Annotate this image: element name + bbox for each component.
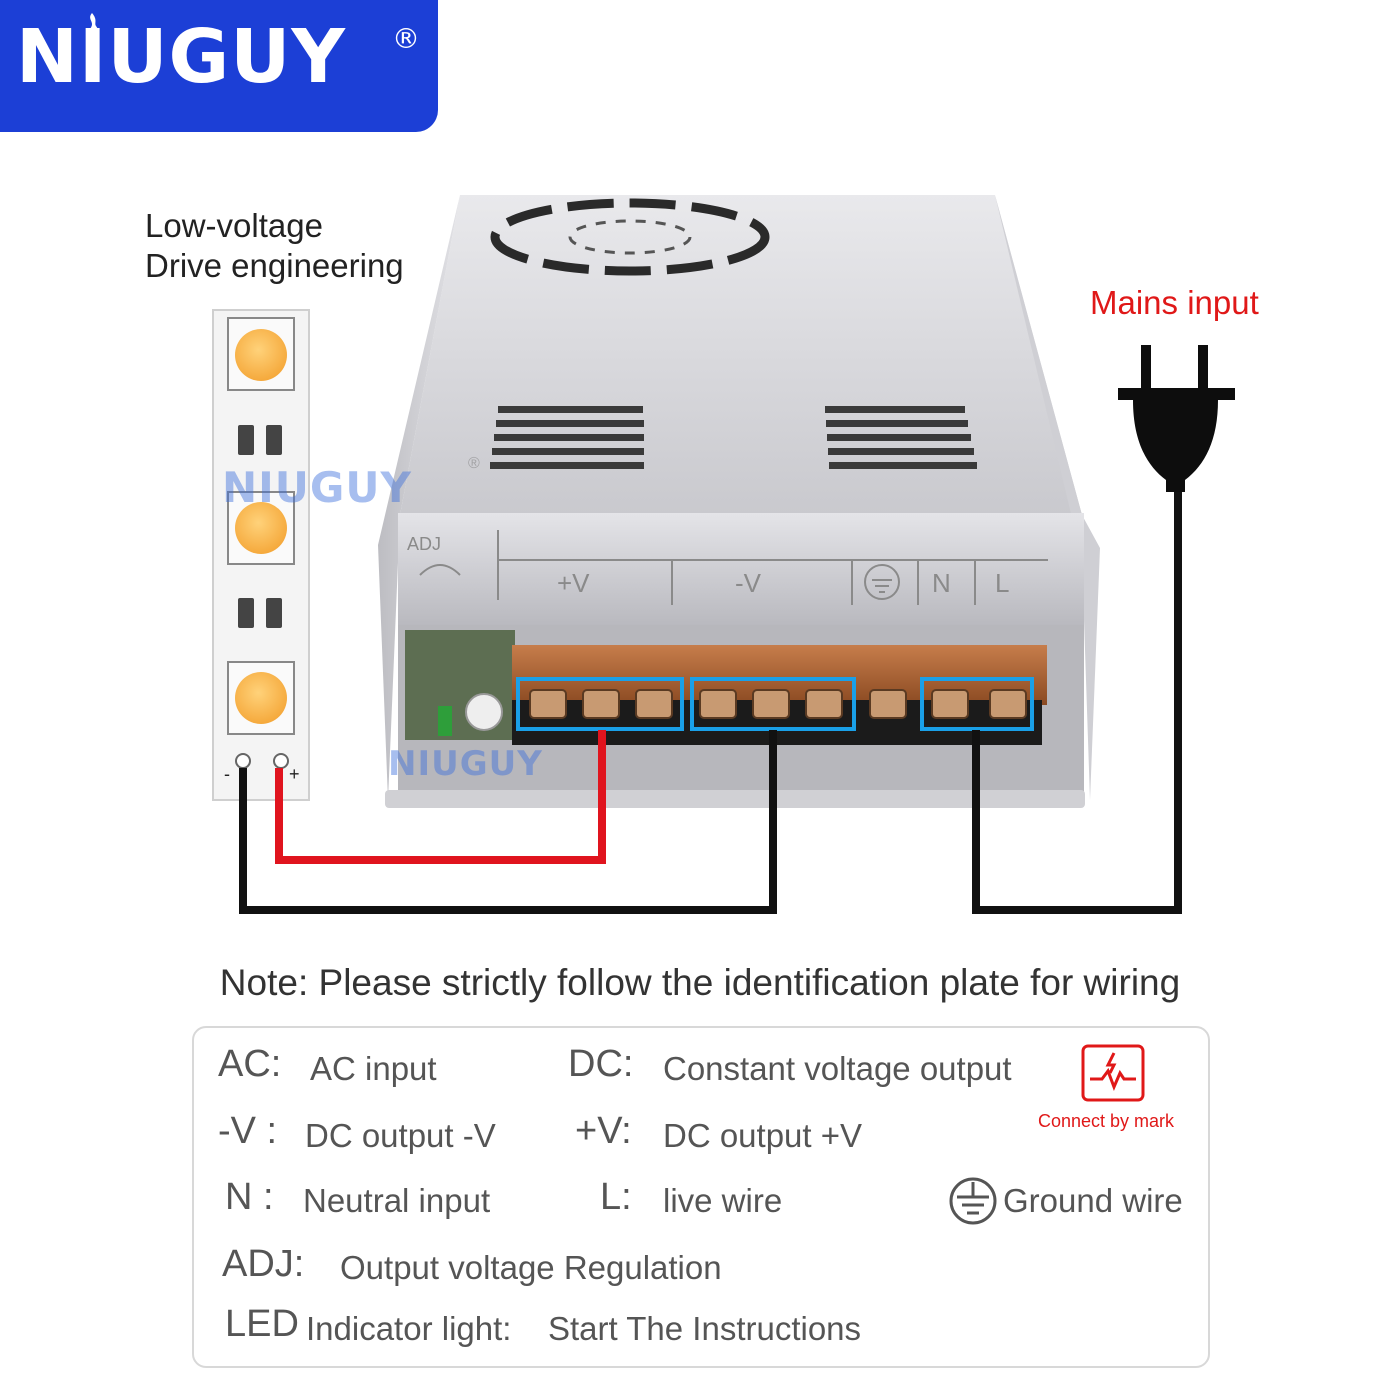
legend-l-key: L: xyxy=(600,1176,632,1218)
plate-l: L xyxy=(995,568,1009,598)
legend-l-value: live wire xyxy=(663,1182,783,1219)
legend-plus-v-value: DC output +V xyxy=(663,1117,863,1154)
legend-led-value: Start The Instructions xyxy=(548,1310,862,1347)
psu-front-face xyxy=(398,513,1084,628)
brand-logo-text: NIUGUY xyxy=(16,14,346,100)
power-supply: ADJ +V -V N L xyxy=(378,195,1100,808)
flame-icon xyxy=(88,13,99,37)
strip-pad-minus xyxy=(235,753,251,769)
connect-mark-icon xyxy=(1081,1044,1145,1102)
psu-left-side xyxy=(378,195,460,800)
mains-input-label: Mains input xyxy=(1090,284,1259,321)
low-voltage-line1: Low-voltage xyxy=(145,207,323,244)
terminal-highlights xyxy=(516,677,1034,731)
legend-adj-value: Output voltage Regulation xyxy=(340,1249,722,1286)
legend-led-key: LED xyxy=(225,1303,299,1345)
wiring-illustration: ADJ +V -V N L xyxy=(212,195,1235,914)
black-wire-negative xyxy=(239,730,777,914)
legend-n-value: Neutral input xyxy=(303,1182,491,1219)
vent-right xyxy=(825,406,977,469)
black-wire-mains xyxy=(972,490,1182,914)
led-chip-3 xyxy=(227,661,295,735)
watermark-psu: NIUGUY xyxy=(388,744,543,784)
strip-resistors xyxy=(238,425,282,628)
led-strip: - + xyxy=(212,309,310,801)
adj-potentiometer xyxy=(465,693,503,731)
fan-icon xyxy=(490,198,770,276)
plate-n: N xyxy=(932,568,951,598)
plate-minus-v: -V xyxy=(735,568,762,598)
plug-icon xyxy=(1118,345,1235,492)
strip-pad-plus xyxy=(273,753,289,769)
legend-dc-value: Constant voltage output xyxy=(663,1050,1012,1087)
red-wire xyxy=(275,730,606,864)
low-voltage-line2: Drive engineering xyxy=(145,247,404,284)
brand-registered-mark: ® xyxy=(392,22,420,55)
legend-led-mid: Indicator light: xyxy=(306,1310,512,1347)
legend-ac-value: AC input xyxy=(310,1050,437,1087)
led-chip-2 xyxy=(227,491,295,565)
strip-minus-label: - xyxy=(224,764,230,784)
legend-ac-key: AC: xyxy=(218,1043,282,1085)
ground-icon xyxy=(949,1177,997,1225)
legend-minus-v-value: DC output -V xyxy=(305,1117,496,1154)
vent-left xyxy=(490,406,644,469)
terminal-screws xyxy=(529,689,1027,719)
identification-plate xyxy=(419,530,1048,605)
plate-plus-v: +V xyxy=(557,568,590,598)
legend-plus-v-key: +V: xyxy=(575,1110,632,1152)
low-voltage-label: Low-voltage Drive engineering xyxy=(145,206,404,286)
watermark-strip-reg: ® xyxy=(468,455,480,472)
legend-adj-key: ADJ: xyxy=(222,1243,305,1285)
brand-badge: NIUGUY ® xyxy=(0,0,438,132)
plate-adj: ADJ xyxy=(407,534,441,554)
watermark-strip: NIUGUY xyxy=(222,463,412,512)
connect-mark-caption: Connect by mark xyxy=(1038,1111,1175,1131)
legend-n-key: N : xyxy=(225,1176,274,1218)
led-chip-1 xyxy=(227,317,295,391)
wiring-note: Note: Please strictly follow the identif… xyxy=(219,962,1181,1003)
legend-panel xyxy=(192,1026,1210,1368)
legend-ground-value: Ground wire xyxy=(1003,1182,1183,1219)
indicator-led xyxy=(438,706,452,736)
legend-dc-key: DC: xyxy=(568,1043,634,1085)
psu-bottom-lip xyxy=(385,790,1085,808)
legend-minus-v-key: -V : xyxy=(218,1110,278,1152)
psu-right-side xyxy=(995,195,1100,800)
strip-plus-label: + xyxy=(289,764,300,784)
